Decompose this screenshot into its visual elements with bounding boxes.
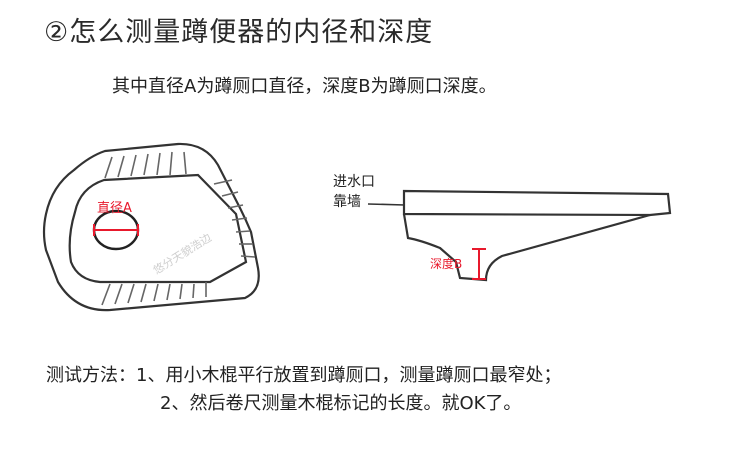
toilet-outer-outline — [42, 142, 260, 312]
side-bowl-body — [402, 213, 651, 282]
toilet-rib-pattern — [101, 151, 256, 306]
page-title: ②怎么测量蹲便器的内径和深度 — [44, 17, 434, 48]
squat-toilet-side-view — [402, 189, 672, 282]
inlet-label-line2: 靠墙 — [333, 194, 361, 210]
toilet-inner-basin — [68, 173, 248, 284]
depth-label: 深度B — [430, 256, 462, 271]
method-step-2: 2、然后卷尺测量木棍标记的长度。就OK了。 — [160, 393, 522, 414]
watermark-text: 悠分天貌浩边 — [150, 230, 213, 277]
inlet-pointer-line — [367, 203, 406, 206]
method-step-1: 测试方法：1、用小木棍平行放置到蹲厕口，测量蹲厕口最窄处； — [46, 365, 562, 386]
side-top-slab — [402, 189, 672, 217]
diameter-label: 直径A — [97, 201, 132, 216]
squat-toilet-top-view — [42, 142, 260, 312]
inlet-label-line1: 进水口 — [333, 174, 375, 190]
subtitle: 其中直径A为蹲厕口直径，深度B为蹲厕口深度。 — [112, 76, 497, 97]
measurement-method: 测试方法：1、用小木棍平行放置到蹲厕口，测量蹲厕口最窄处； 2、然后卷尺测量木棍… — [46, 362, 561, 418]
